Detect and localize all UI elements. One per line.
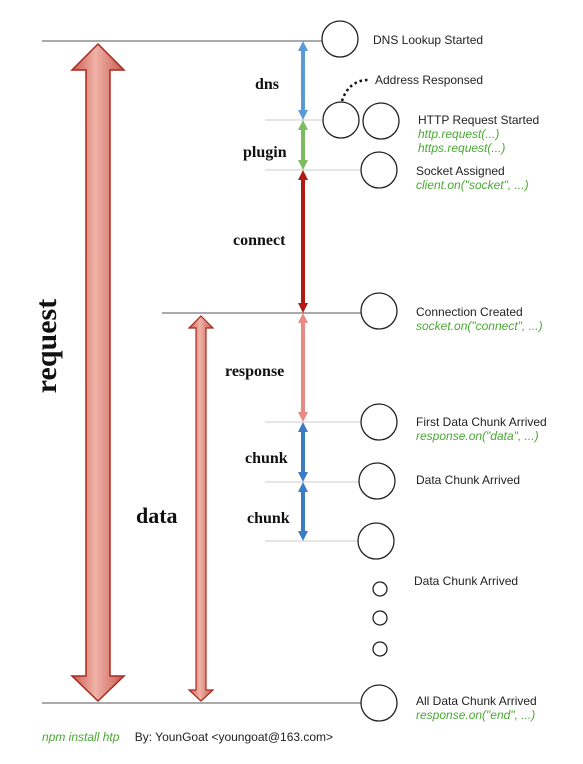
phase-label-dns: dns [255,76,279,93]
phase-label-response: response [225,363,284,380]
code-https-request: https.request(...) [418,141,505,155]
event-circle-socket-assigned [360,151,398,189]
code-connection-created: socket.on("connect", ...) [416,319,543,333]
event-circle-all-chunks [360,684,398,722]
data-span-label: data [136,503,178,528]
event-circle-first-chunk [360,403,398,441]
code-socket-assigned: client.on("socket", ...) [416,178,529,192]
code-all-chunks: response.on("end", ...) [416,708,535,722]
footer-author: By: YounGoat <youngoat@163.com> [134,730,334,744]
response-phase-arrow [298,313,308,422]
event-circle-chunk-2 [357,522,395,560]
label-socket-assigned: Socket Assigned [416,164,505,178]
label-chunk-arrived-2: Data Chunk Arrived [414,574,518,588]
dns-phase-arrow [298,41,308,120]
connect-phase-arrow [298,170,308,313]
request-span-arrow [70,42,126,703]
event-circle-address-responsed [322,101,360,139]
event-circle-dns-lookup [321,20,359,58]
chunk-2-phase-arrow [298,482,308,541]
code-first-chunk: response.on("data", ...) [416,429,539,443]
label-connection-created: Connection Created [416,305,523,319]
phase-label-chunk-1: chunk [245,450,288,467]
label-dns-lookup-started: DNS Lookup Started [373,33,483,47]
address-responsed-connector [340,78,369,102]
data-span-arrow [187,315,215,702]
chunk-1-phase-arrow [298,422,308,482]
event-circle-http-request [362,102,400,140]
label-http-request-started: HTTP Request Started [418,113,539,127]
phase-label-plugin: plugin [243,144,287,161]
footer-install-command: npm install htp [42,730,120,744]
label-chunk-arrived-1: Data Chunk Arrived [416,473,520,487]
label-first-chunk-arrived: First Data Chunk Arrived [416,415,547,429]
label-address-responsed: Address Responsed [375,73,483,87]
label-all-chunks-arrived: All Data Chunk Arrived [416,694,537,708]
code-http-request: http.request(...) [418,127,499,141]
request-span-label: request [30,299,63,393]
event-circle-connection-created [360,292,398,330]
plugin-phase-arrow [298,120,308,170]
event-circle-small-2 [372,610,388,626]
footer: npm install htp By: YounGoat <youngoat@1… [42,730,333,744]
event-circle-small-3 [372,641,388,657]
event-circle-chunk-1 [358,462,396,500]
event-circle-small-1 [372,581,388,597]
phase-label-connect: connect [233,232,286,249]
phase-label-chunk-2: chunk [247,510,290,527]
